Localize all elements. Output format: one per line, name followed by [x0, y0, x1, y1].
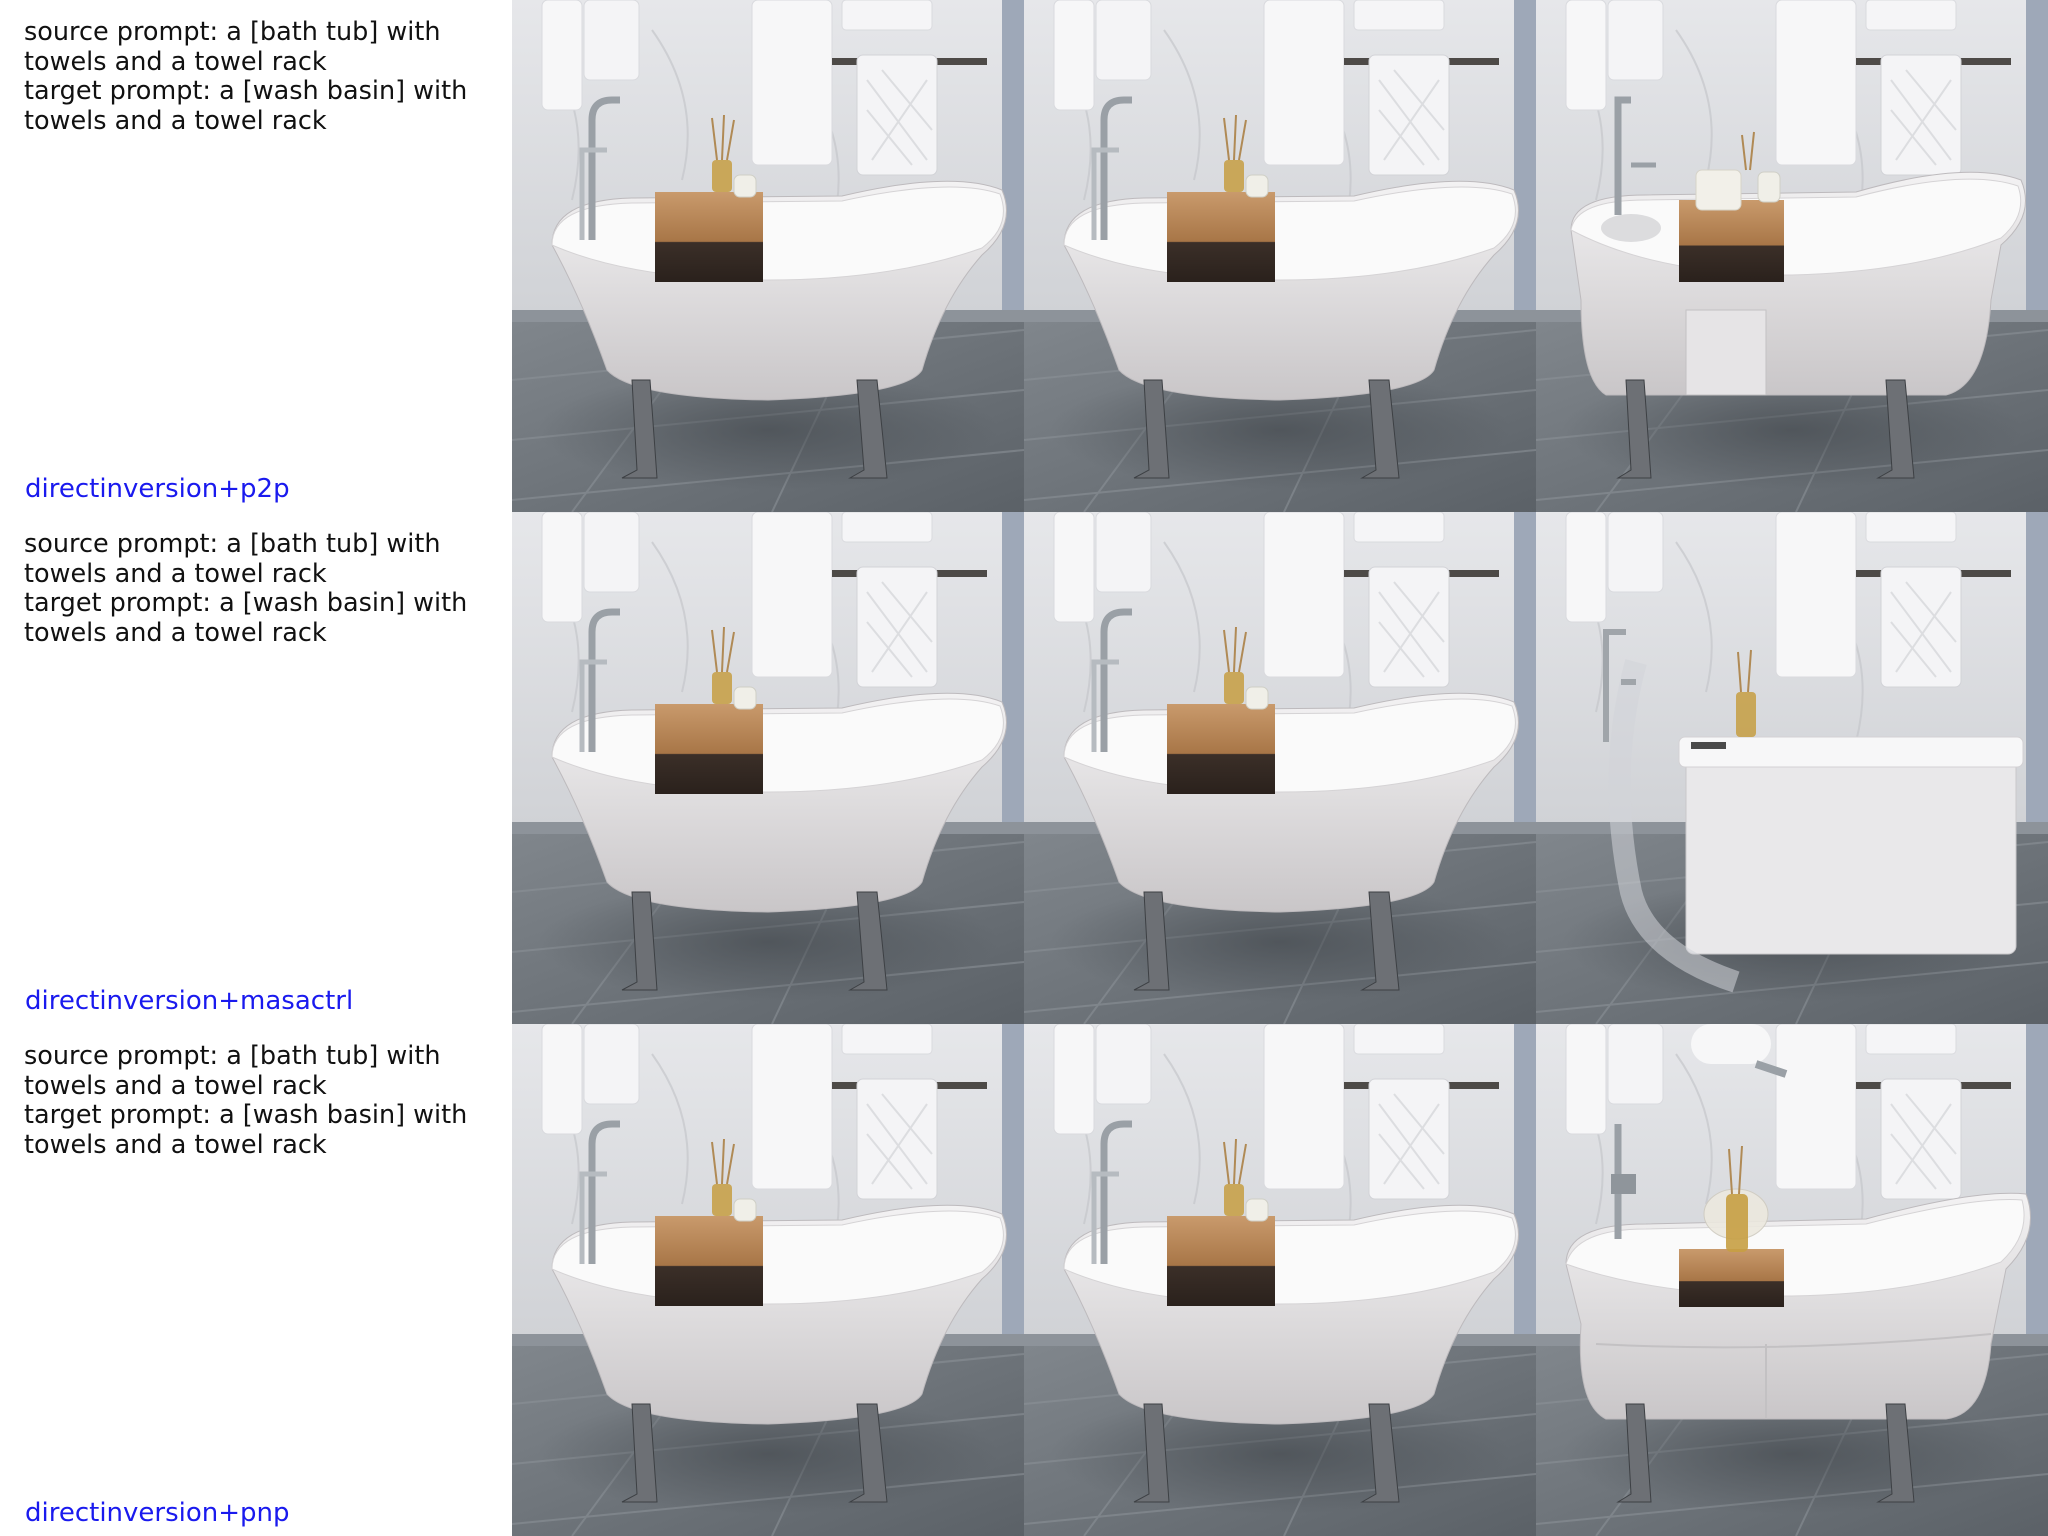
prompt-panel: source prompt: a [bath tub] with towels … [0, 0, 512, 512]
edited-image [1536, 0, 2048, 512]
target-prompt: target prompt: a [wash basin] with towel… [24, 1100, 476, 1160]
source-prompt: source prompt: a [bath tub] with towels … [24, 17, 449, 77]
prompt-panel: source prompt: a [bath tub] with towels … [0, 1024, 512, 1536]
target-prompt: target prompt: a [wash basin] with towel… [24, 76, 476, 136]
prompt-text: source prompt: a [bath tub] with towels … [24, 529, 494, 648]
prompt-text: source prompt: a [bath tub] with towels … [24, 1041, 494, 1160]
method-label: directinversion+masactrl [25, 986, 354, 1016]
edited-image [1536, 512, 2048, 1024]
prompt-text: source prompt: a [bath tub] with towels … [24, 17, 494, 136]
source-image [512, 512, 1024, 1024]
reconstruction-image [1024, 0, 1536, 512]
reconstruction-image [1024, 1024, 1536, 1536]
result-row: source prompt: a [bath tub] with towels … [0, 0, 2048, 512]
edited-image [1536, 1024, 2048, 1536]
source-prompt: source prompt: a [bath tub] with towels … [24, 1041, 449, 1101]
method-label: directinversion+pnp [25, 1498, 290, 1528]
source-image [512, 1024, 1024, 1536]
method-label: directinversion+p2p [25, 474, 290, 504]
result-row: source prompt: a [bath tub] with towels … [0, 1024, 2048, 1536]
source-image [512, 0, 1024, 512]
source-prompt: source prompt: a [bath tub] with towels … [24, 529, 449, 589]
target-prompt: target prompt: a [wash basin] with towel… [24, 588, 476, 648]
result-row: source prompt: a [bath tub] with towels … [0, 512, 2048, 1024]
reconstruction-image [1024, 512, 1536, 1024]
prompt-panel: source prompt: a [bath tub] with towels … [0, 512, 512, 1024]
